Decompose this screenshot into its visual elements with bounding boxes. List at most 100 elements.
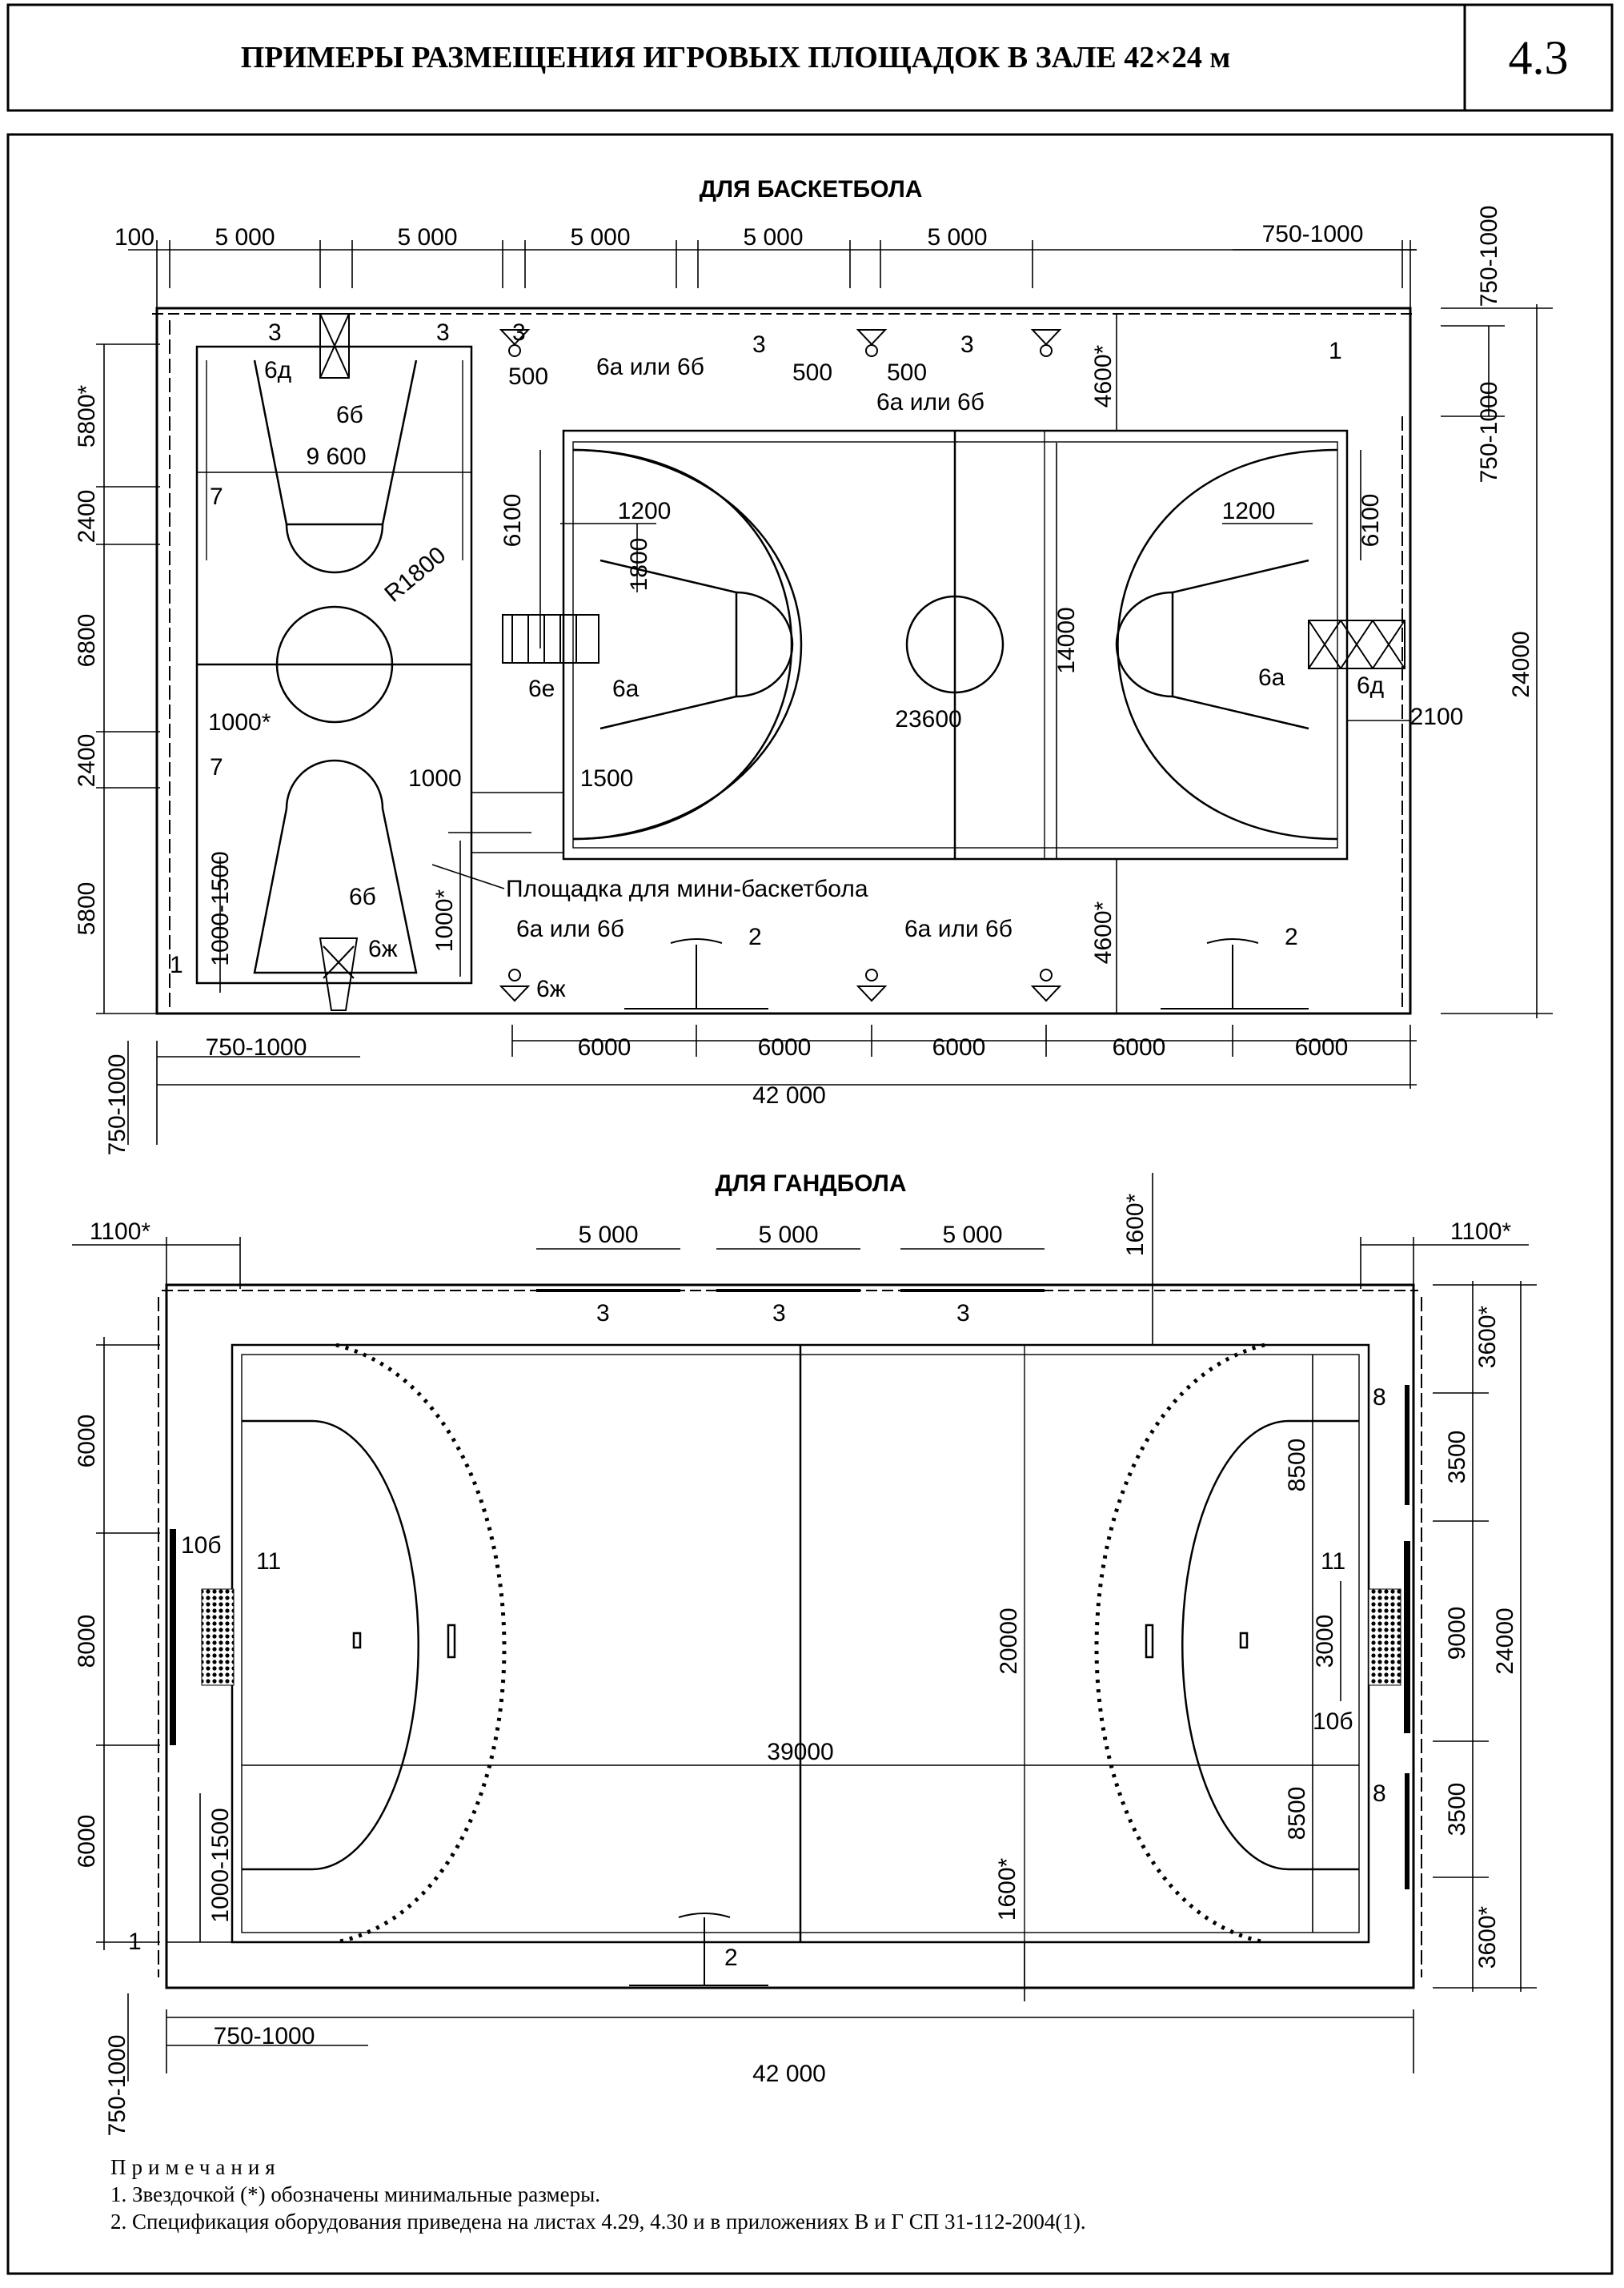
dim-top-5: 5 000	[927, 224, 987, 251]
dim-bottom-left: 750-1000	[206, 1034, 307, 1061]
backboard-tower-icon	[319, 313, 350, 379]
basketball-title: ДЛЯ БАСКЕТБОЛА	[700, 176, 923, 203]
dim-top-3: 5 000	[942, 1222, 1002, 1248]
dim-1000-star-v: 1000*	[431, 889, 458, 952]
dim-6100-right: 6100	[1357, 494, 1384, 548]
label-6a-or-6b: 6а или 6б	[904, 916, 1012, 942]
dim-top-1: 5 000	[578, 1222, 638, 1248]
goal-net-icon	[201, 1588, 235, 1686]
label-11: 11	[256, 1548, 281, 1575]
dim-right-mid: 750-1000	[1476, 382, 1502, 484]
dim-left-3: 6000	[74, 1815, 100, 1869]
notes-title: Примечания	[110, 2155, 281, 2179]
mini-court-label: Площадка для мини-баскетбола	[506, 876, 868, 902]
label-10b: 10б	[181, 1532, 222, 1559]
backboard-tower-icon	[319, 937, 359, 1011]
dim-court-length: 39000	[767, 1739, 833, 1765]
dim-top-right: 750-1000	[1262, 221, 1364, 247]
dim-bottom-4: 6000	[1113, 1034, 1166, 1061]
basket-icon	[1030, 329, 1062, 357]
dim-1000-1500: 1000-1500	[207, 851, 234, 965]
label-6zh: 6ж	[536, 976, 566, 1002]
dim-bottom-3: 6000	[932, 1034, 986, 1061]
goal-net-icon	[1368, 1588, 1401, 1686]
label-6d: 6д	[1357, 672, 1384, 699]
dim-court-length: 23600	[895, 706, 961, 733]
dim-4600-bottom: 4600*	[1090, 901, 1117, 964]
dim-bottom-1: 6000	[578, 1034, 632, 1061]
handball-labels: 1100* 1100* 5 000 5 000 5 000 1600* 1600…	[74, 1193, 1518, 2136]
label-3: 3	[268, 319, 282, 346]
note-2: 2. Спецификация оборудования приведена н…	[110, 2210, 1086, 2234]
note-1: 1. Звездочкой (*) обозначены минимальные…	[110, 2182, 600, 2206]
dim-left-bottom: 750-1000	[104, 1054, 130, 1156]
dim-2100: 2100	[1410, 704, 1464, 730]
label-6a: 6а	[612, 676, 640, 702]
label-3: 3	[596, 1300, 610, 1327]
dim-key-width-left: 1200	[618, 498, 672, 524]
handball-title: ДЛЯ ГАНДБОЛА	[715, 1170, 906, 1197]
dim-total-length: 42 000	[752, 2061, 826, 2087]
dim-8500-a: 8500	[1284, 1439, 1310, 1492]
handball-equipment	[170, 1289, 1410, 1986]
basketball-hall	[152, 307, 1415, 1015]
label-7: 7	[210, 754, 223, 781]
basketball-court	[562, 429, 1349, 861]
dim-top-1: 5 000	[215, 224, 275, 251]
dim-left-5: 5800	[74, 882, 100, 936]
mini-basketball-court	[195, 345, 473, 985]
label-6zh: 6ж	[368, 936, 398, 962]
basket-icon	[856, 969, 888, 1002]
dim-4600-top: 4600*	[1090, 344, 1117, 407]
dim-right-5: 3600*	[1474, 1905, 1501, 1969]
label-7: 7	[210, 484, 223, 510]
handball-hall	[158, 1283, 1422, 1989]
backboard-tower-icon	[1308, 620, 1405, 669]
dim-left-4: 2400	[74, 734, 100, 788]
label-8: 8	[1373, 1384, 1386, 1411]
label-3: 3	[512, 319, 526, 346]
dim-1000: 1000	[408, 765, 462, 792]
label-2: 2	[724, 1945, 738, 1971]
dim-left-bottom: 750-1000	[104, 2035, 130, 2137]
label-3: 3	[956, 1300, 970, 1327]
handball-dimension-lines	[72, 1173, 1537, 2081]
label-3: 3	[436, 319, 450, 346]
basket-icon	[856, 329, 888, 357]
dim-key-depth: 1800	[626, 538, 652, 592]
label-3: 3	[772, 1300, 786, 1327]
dim-left-3: 6800	[74, 614, 100, 668]
sheet-number: 4.3	[1508, 30, 1569, 84]
label-6a-or-6b: 6а или 6б	[516, 916, 624, 942]
dim-500-c: 500	[887, 359, 927, 386]
basketball-equipment	[319, 313, 1405, 1011]
dim-left-1: 5800*	[74, 384, 100, 448]
label-2: 2	[748, 924, 762, 950]
sheet-frames	[6, 3, 1614, 2275]
label-6e: 6е	[528, 676, 555, 702]
goal-icon	[1161, 938, 1309, 1010]
dim-bottom-2: 6000	[758, 1034, 812, 1061]
dim-right-4: 3500	[1444, 1783, 1470, 1836]
dim-mini-width: 9 600	[306, 444, 366, 470]
dim-1100-left: 1100*	[90, 1218, 151, 1245]
label-10b: 10б	[1313, 1708, 1353, 1735]
dim-bottom-left: 750-1000	[214, 2023, 315, 2049]
dim-bottom-5: 6000	[1295, 1034, 1349, 1061]
sheet-title: ПРИМЕРЫ РАЗМЕЩЕНИЯ ИГРОВЫХ ПЛОЩАДОК В ЗА…	[240, 41, 1231, 74]
dim-1100-right: 1100*	[1450, 1218, 1512, 1245]
basket-icon	[499, 329, 531, 357]
dim-right-1: 3600*	[1474, 1305, 1501, 1368]
dim-right-2: 3500	[1444, 1431, 1470, 1484]
dim-500-a: 500	[508, 363, 548, 390]
label-1: 1	[128, 1929, 142, 1955]
dim-6100-left: 6100	[499, 494, 526, 548]
notes-block: Примечания 1. Звездочкой (*) обозначены …	[110, 2154, 1591, 2235]
label-2: 2	[1285, 924, 1298, 950]
dim-court-width: 20000	[996, 1608, 1022, 1674]
label-6a-or-6b: 6а или 6б	[596, 354, 704, 380]
dim-court-width: 14000	[1053, 607, 1080, 673]
basketball-dimension-lines	[96, 240, 1553, 1145]
